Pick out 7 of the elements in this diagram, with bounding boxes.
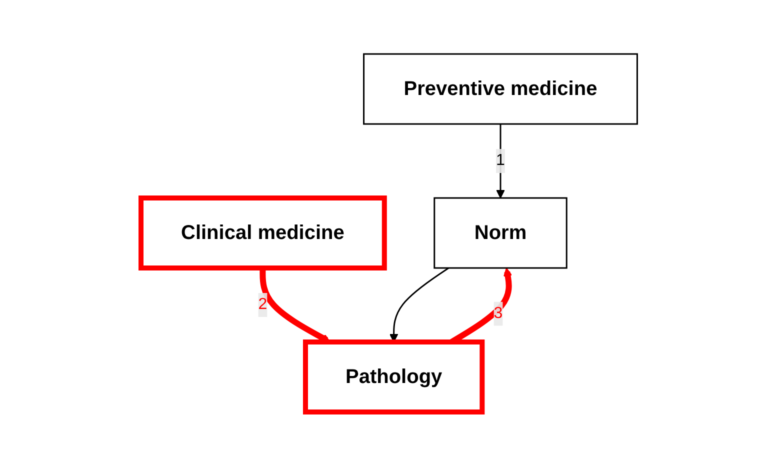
node-box: Pathology xyxy=(303,339,486,414)
node-box: Preventive medicine xyxy=(363,52,638,124)
node-box: Clinical medicine xyxy=(138,195,388,270)
edge-label: 2 xyxy=(258,295,268,312)
edge-label: 1 xyxy=(496,151,506,168)
edge-label: 3 xyxy=(494,304,504,322)
node-box: Norm xyxy=(434,196,568,268)
